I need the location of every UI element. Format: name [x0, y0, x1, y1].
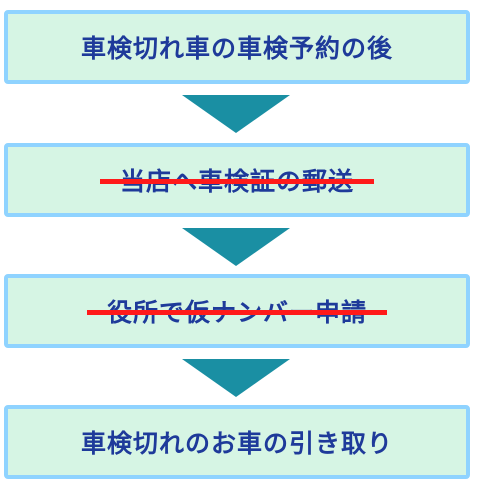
- flow-step-label: 車検切れ車の車検予約の後: [80, 34, 393, 63]
- flow-step-1: 車検切れ車の車検予約の後: [4, 10, 470, 84]
- down-arrow-icon: [182, 95, 290, 133]
- flow-step-label: 当店へ車検証の郵送: [99, 162, 374, 198]
- flow-step-label: 役所で仮ナンバー申請: [86, 293, 387, 329]
- flow-step-3: 役所で仮ナンバー申請: [4, 274, 470, 348]
- flow-step-label: 車検切れのお車の引き取り: [80, 429, 393, 458]
- down-arrow-icon: [182, 359, 290, 397]
- down-arrow-icon: [182, 228, 290, 266]
- strikethrough-line: [99, 179, 374, 184]
- strikethrough-line: [86, 310, 387, 315]
- flow-step-2: 当店へ車検証の郵送: [4, 143, 470, 217]
- flow-step-4: 車検切れのお車の引き取り: [4, 405, 470, 479]
